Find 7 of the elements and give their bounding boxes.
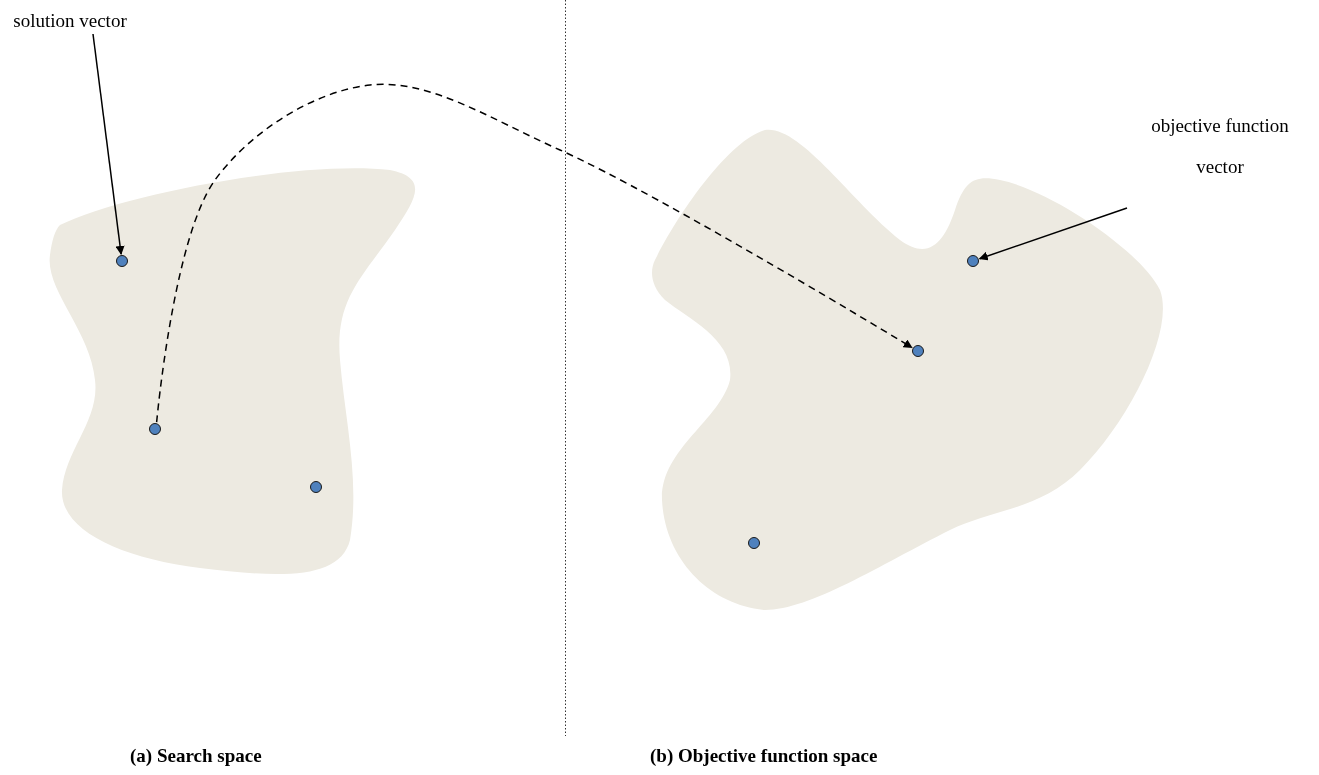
caption: (a) Search space xyxy=(130,745,262,767)
annotation-text: objective function vector xyxy=(1130,105,1310,187)
dashed-arrow xyxy=(155,83,913,423)
arrow xyxy=(978,207,1128,261)
annotation-text: solution vector xyxy=(0,0,140,41)
arrow xyxy=(92,33,125,255)
caption: (b) Objective function space xyxy=(650,745,878,767)
